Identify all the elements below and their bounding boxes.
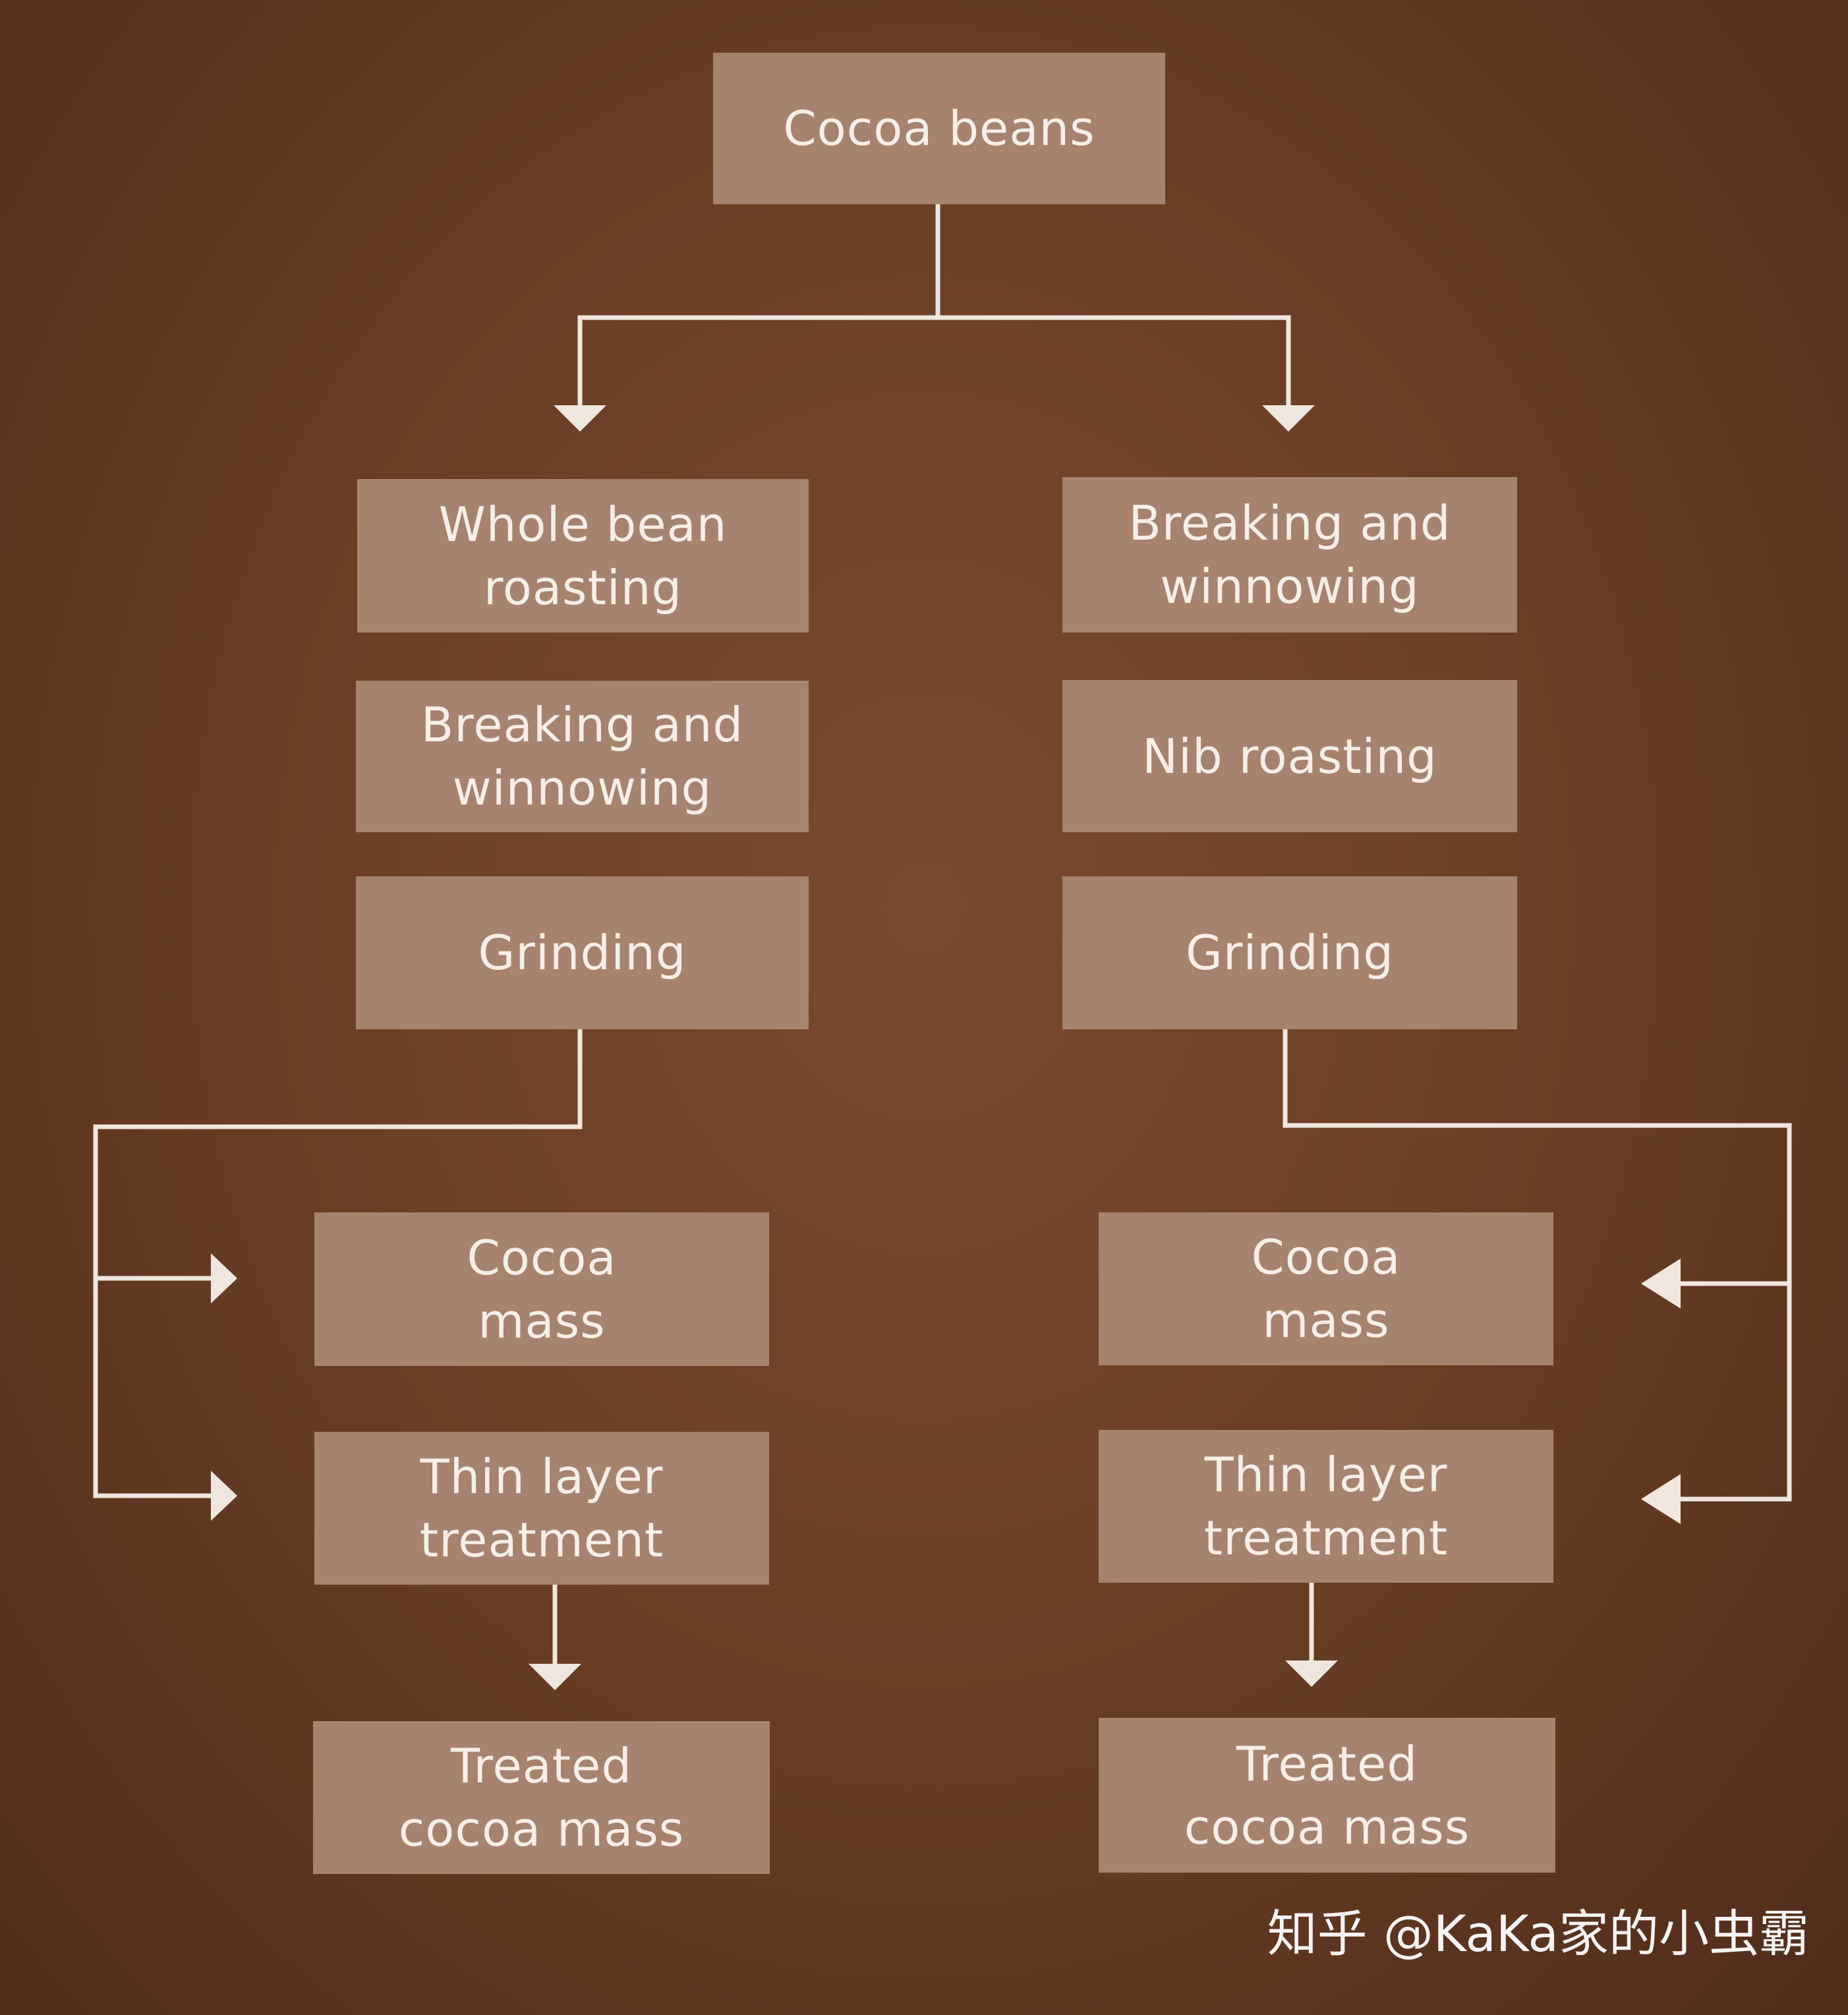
- right-step-cocoa-mass: Cocoa mass: [1099, 1212, 1553, 1365]
- arrow-down-treated-right-icon: [1285, 1660, 1338, 1687]
- arrow-down-left-icon: [554, 405, 606, 432]
- right-step-breaking-winnowing: Breaking and winnowing: [1062, 477, 1517, 633]
- left-step-whole-bean-roasting: Whole bean roasting: [357, 479, 809, 633]
- right-branch-line: [1283, 1027, 1792, 1502]
- right-step-grinding: Grinding: [1062, 876, 1517, 1029]
- arrow-left-thin-right-icon: [1641, 1474, 1681, 1524]
- arrow-right-thin-left-icon: [211, 1471, 237, 1521]
- root-box-cocoa-beans: Cocoa beans: [713, 53, 1165, 204]
- left-step-grinding: Grinding: [356, 876, 809, 1029]
- left-step-treated-cocoa-mass: Treated cocoa mass: [313, 1721, 770, 1874]
- root-label: Cocoa beans: [783, 101, 1095, 156]
- watermark-text: 知乎 @KaKa家的小虫霸: [1267, 1904, 1809, 1963]
- right-step-treated-cocoa-mass: Treated cocoa mass: [1099, 1718, 1555, 1873]
- left-branch-line: [93, 1027, 583, 1498]
- right-step-nib-roasting: Nib roasting: [1062, 680, 1517, 832]
- arrow-down-treated-left-icon: [529, 1664, 581, 1690]
- right-step-thin-layer-treatment: Thin layer treatment: [1099, 1430, 1553, 1583]
- left-step-thin-layer-treatment: Thin layer treatment: [314, 1432, 769, 1585]
- arrow-down-right-icon: [1262, 405, 1315, 432]
- arrow-left-mass-right-icon: [1641, 1259, 1681, 1309]
- arrow-right-mass-left-icon: [211, 1253, 237, 1303]
- left-step-breaking-winnowing: Breaking and winnowing: [356, 681, 809, 832]
- left-step-cocoa-mass: Cocoa mass: [314, 1212, 769, 1366]
- root-split-line-right: [935, 315, 1291, 411]
- root-split-line: [577, 202, 940, 411]
